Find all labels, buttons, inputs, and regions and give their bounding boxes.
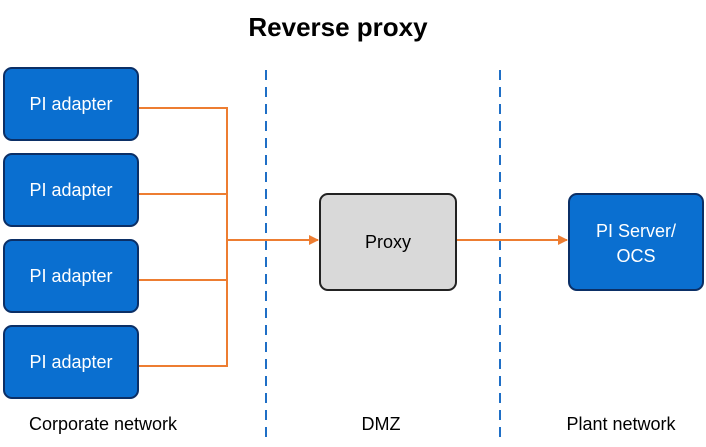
zone-label-dmz: DMZ: [362, 414, 401, 434]
pi-server-label-line1: PI Server/: [596, 221, 676, 241]
pi-server-node[interactable]: PI Server/ OCS: [568, 193, 704, 291]
pi-adapter-label: PI adapter: [29, 94, 112, 114]
zone-label-plant: Plant network: [566, 414, 676, 434]
pi-server-label-line2: OCS: [616, 246, 655, 266]
pi-adapter-node[interactable]: PI adapter: [3, 67, 139, 141]
diagram-title: Reverse proxy: [248, 12, 428, 42]
adapter-connectors: [138, 107, 228, 367]
pi-adapter-node[interactable]: PI adapter: [3, 153, 139, 227]
proxy-label: Proxy: [365, 232, 411, 252]
proxy-node[interactable]: Proxy: [319, 193, 457, 291]
pi-adapter-label: PI adapter: [29, 180, 112, 200]
pi-adapter-label: PI adapter: [29, 352, 112, 372]
pi-adapter-label: PI adapter: [29, 266, 112, 286]
pi-adapter-node[interactable]: PI adapter: [3, 325, 139, 399]
zone-label-corporate: Corporate network: [29, 414, 178, 434]
pi-adapter-node[interactable]: PI adapter: [3, 239, 139, 313]
